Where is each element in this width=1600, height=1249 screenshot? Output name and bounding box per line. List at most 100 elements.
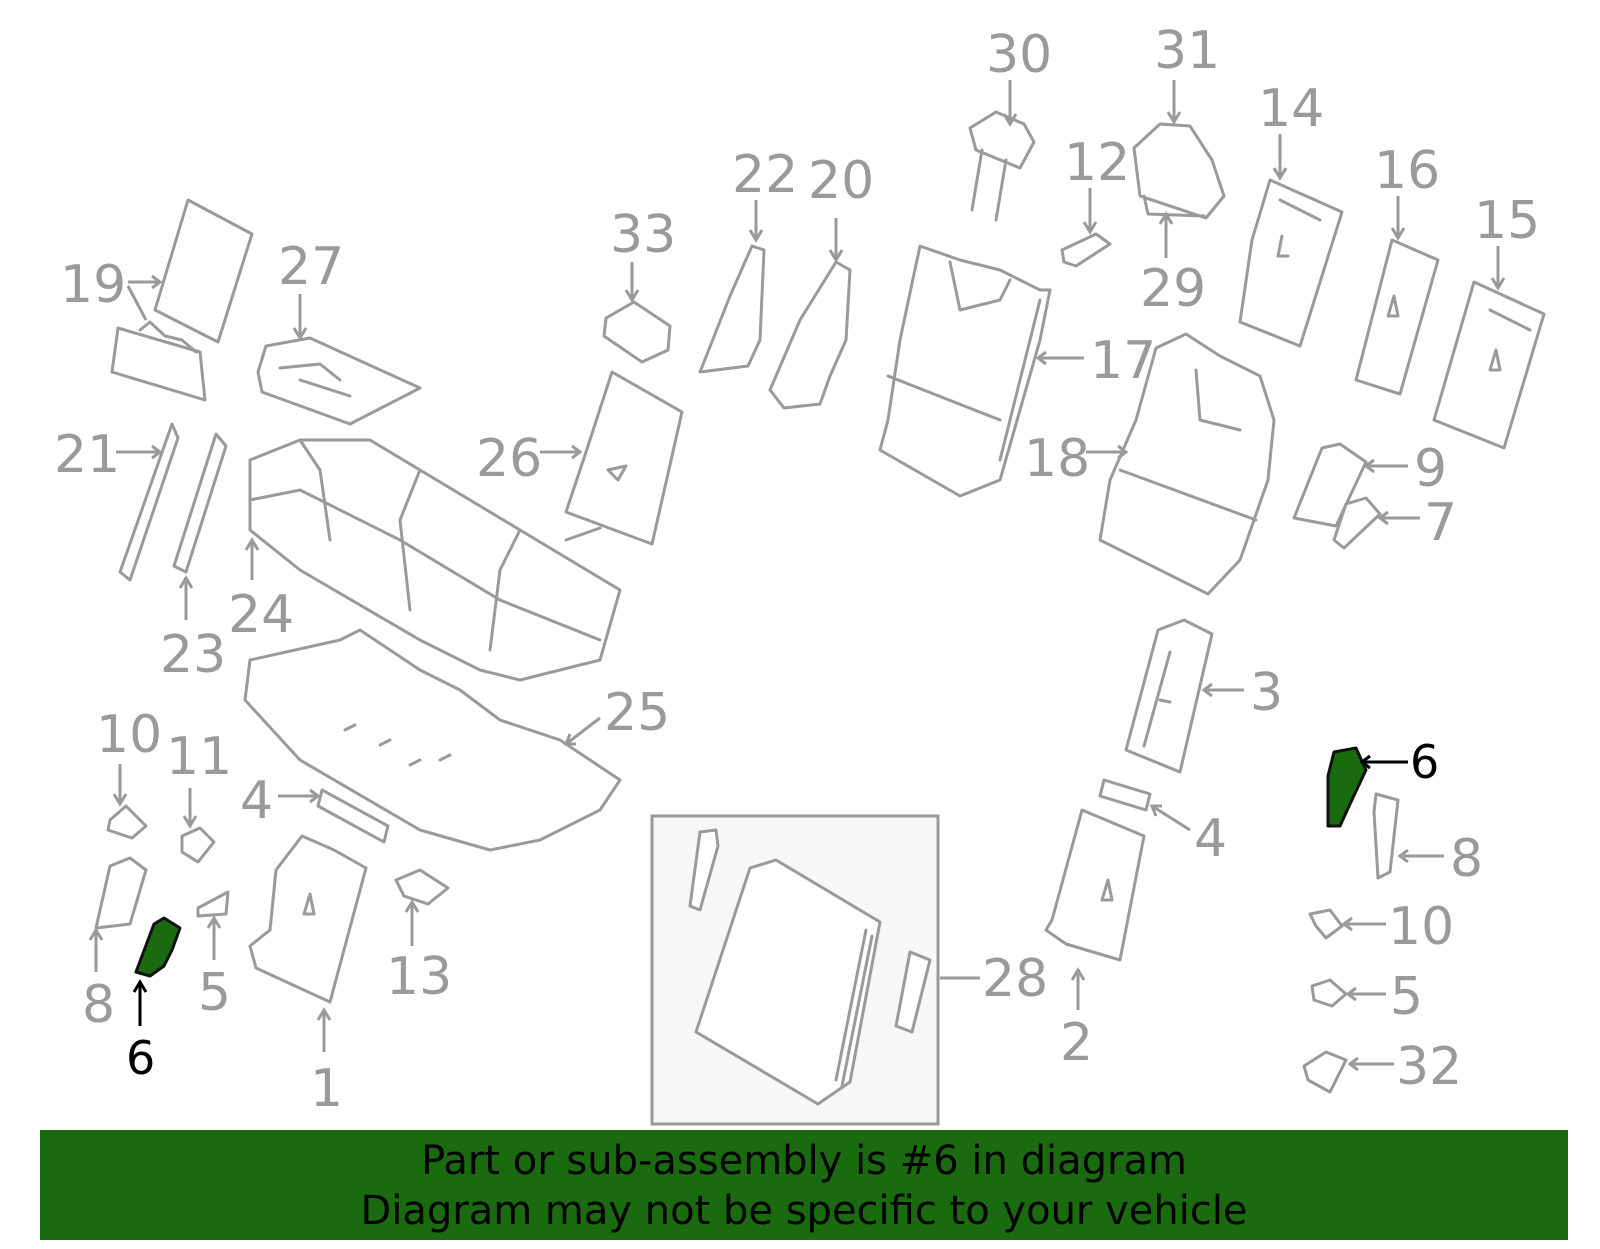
label-21: 21: [54, 425, 120, 485]
label-33: 33: [610, 205, 676, 265]
arrow-10-left: [112, 764, 128, 807]
part-4-right: [1098, 778, 1152, 812]
arrow-21: [116, 444, 163, 460]
arrow-23: [178, 575, 194, 620]
label-23: 23: [160, 625, 226, 685]
part-5-right: [1310, 978, 1348, 1008]
label-26: 26: [476, 429, 542, 489]
label-11: 11: [166, 727, 232, 787]
part-19: [110, 198, 254, 402]
part-2: [1044, 808, 1146, 962]
arrow-29: [1158, 211, 1174, 258]
arrow-27: [292, 294, 308, 341]
callout-labels: 19 27 21 23 24 25 26 33 22 20 30 12 31 2…: [54, 21, 1540, 1119]
part-32: [1302, 1050, 1348, 1094]
label-28: 28: [982, 949, 1048, 1009]
label-22: 22: [732, 145, 798, 205]
label-18: 18: [1024, 429, 1090, 489]
arrow-12: [1082, 188, 1098, 235]
label-4-left: 4: [240, 771, 273, 831]
arrow-16: [1390, 196, 1406, 241]
arrow-9: [1363, 458, 1408, 474]
arrow-17: [1035, 350, 1084, 366]
label-1: 1: [310, 1059, 343, 1119]
label-8-left: 8: [82, 975, 115, 1035]
label-27: 27: [278, 237, 344, 297]
arrow-8-left: [88, 927, 104, 972]
part-10-left: [106, 804, 148, 840]
part-20: [768, 260, 852, 410]
arrow-2: [1070, 967, 1086, 1010]
arrow-30: [1002, 80, 1018, 127]
label-20: 20: [808, 151, 874, 211]
arrow-5-left: [206, 915, 222, 960]
part-10-right: [1308, 908, 1344, 940]
part-21: [118, 422, 180, 582]
arrow-19: [126, 274, 163, 321]
arrow-8-right: [1397, 848, 1444, 864]
label-25: 25: [604, 683, 670, 743]
arrow-1: [316, 1007, 332, 1052]
arrow-6-right: [1359, 754, 1408, 770]
arrow-26: [540, 444, 583, 460]
label-16: 16: [1374, 141, 1440, 201]
arrow-14: [1272, 134, 1288, 181]
arrow-32: [1347, 1056, 1394, 1072]
label-30: 30: [986, 25, 1052, 85]
label-31: 31: [1154, 21, 1220, 81]
label-13: 13: [386, 947, 452, 1007]
part-5-left: [196, 890, 230, 918]
part-33: [602, 300, 672, 364]
label-6-left: 6: [126, 1031, 155, 1085]
label-24: 24: [228, 585, 294, 645]
part-30: [968, 110, 1036, 222]
label-19: 19: [60, 255, 126, 315]
part-17: [878, 244, 1052, 498]
part-11: [180, 826, 216, 864]
label-7: 7: [1424, 493, 1457, 553]
part-8-left: [94, 856, 148, 930]
label-10-right: 10: [1388, 897, 1454, 957]
part-7: [1332, 496, 1382, 550]
label-17: 17: [1090, 331, 1156, 391]
arrow-13: [404, 899, 420, 946]
arrow-4-left: [278, 788, 321, 804]
part-1: [248, 834, 368, 1004]
label-14: 14: [1258, 79, 1324, 139]
part-28-inset: [650, 814, 940, 1126]
arrow-4-right: [1149, 804, 1191, 832]
arrow-20: [828, 218, 844, 263]
part-27: [256, 336, 422, 426]
part-12: [1060, 232, 1112, 268]
part-14: [1238, 178, 1344, 348]
part-31: [1132, 122, 1226, 220]
label-29: 29: [1140, 259, 1206, 319]
part-23: [172, 432, 228, 574]
arrow-10-right: [1341, 916, 1386, 932]
label-3: 3: [1250, 663, 1283, 723]
label-8-right: 8: [1450, 829, 1483, 889]
banner-line-1: Part or sub-assembly is #6 in diagram: [421, 1138, 1187, 1184]
arrow-15: [1490, 246, 1506, 291]
arrow-7: [1377, 510, 1420, 526]
arrow-11: [182, 788, 198, 829]
part-18: [1098, 332, 1276, 596]
label-4-right: 4: [1194, 809, 1227, 869]
arrow-18: [1086, 444, 1129, 460]
label-10-left: 10: [96, 705, 162, 765]
part-6-right: [1326, 746, 1368, 828]
label-32: 32: [1396, 1037, 1462, 1097]
arrow-25: [563, 716, 601, 746]
banner-line-2: Diagram may not be specific to your vehi…: [360, 1188, 1248, 1234]
part-15: [1432, 280, 1546, 450]
arrow-31: [1166, 80, 1182, 125]
arrow-6-left: [132, 979, 148, 1026]
arrow-3: [1201, 682, 1244, 698]
part-22: [698, 244, 766, 374]
arrow-5-right: [1345, 986, 1386, 1002]
part-6-left: [134, 916, 182, 978]
arrow-24: [244, 537, 260, 580]
part-25: [243, 628, 622, 852]
label-5-right: 5: [1390, 967, 1423, 1027]
